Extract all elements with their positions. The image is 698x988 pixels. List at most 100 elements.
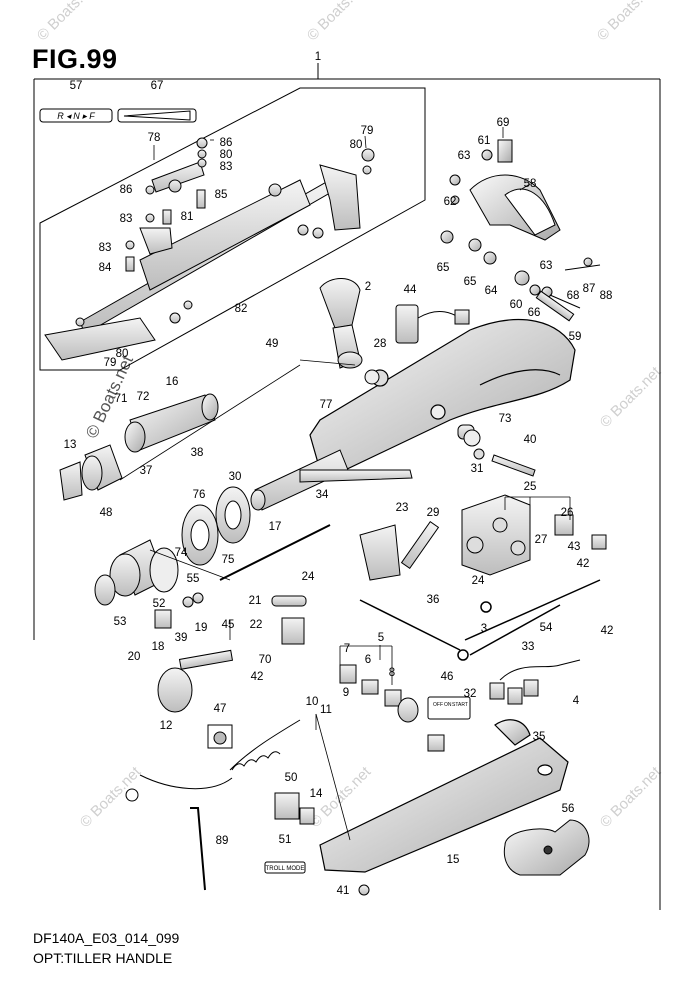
grip-end-48 xyxy=(59,444,123,501)
leader-lines xyxy=(119,127,571,841)
callout-label: 7 xyxy=(344,643,350,655)
lower-cover-15 xyxy=(319,719,569,873)
callout-label: 80 xyxy=(350,139,363,151)
small-parts-21-22 xyxy=(154,592,307,713)
decal-off-text: OFF xyxy=(433,702,443,708)
throttle-link-78 xyxy=(44,137,375,361)
callout-label: 79 xyxy=(104,357,117,369)
callout-label: 47 xyxy=(214,703,227,715)
throttle-shaft-34 xyxy=(219,449,413,581)
watermark-text: © Boats.net xyxy=(597,363,665,431)
subassembly-box-78 xyxy=(39,87,426,371)
callout-label: 12 xyxy=(160,720,173,732)
watermark-text: © Boats.net xyxy=(77,763,145,831)
lanyard-clip-47 xyxy=(207,724,233,749)
callout-label: 79 xyxy=(361,125,374,137)
callout-label: 81 xyxy=(181,211,194,223)
callout-label: 14 xyxy=(310,788,323,800)
troll-decal-text: TROLL MODE xyxy=(266,866,305,872)
callout-label: 23 xyxy=(396,502,409,514)
callout-label: 22 xyxy=(250,619,263,631)
throttle-decal-67 xyxy=(117,108,197,123)
callout-label: 82 xyxy=(235,303,248,315)
callout-label: 83 xyxy=(120,213,133,225)
callout-label: 64 xyxy=(485,285,498,297)
callout-label: 52 xyxy=(153,598,166,610)
callout-label: 24 xyxy=(302,571,315,583)
callout-label: 65 xyxy=(437,262,450,274)
callout-label: 63 xyxy=(540,260,553,272)
shift-lever-2 xyxy=(319,278,363,369)
watermark-text: © Boats.net xyxy=(594,0,662,44)
callout-label: 84 xyxy=(99,262,112,274)
callout-label: 10 xyxy=(306,696,319,708)
troll-switch-50 xyxy=(274,792,315,825)
callout-label: 71 xyxy=(115,393,128,405)
callout-label: 21 xyxy=(249,595,262,607)
wire-harness-4 xyxy=(489,659,581,705)
callout-label: 58 xyxy=(524,178,537,190)
callout-label: 42 xyxy=(251,671,264,683)
callout-label: 46 xyxy=(441,671,454,683)
callout-label: 44 xyxy=(404,284,417,296)
callout-label: 63 xyxy=(458,150,471,162)
callout-label: 83 xyxy=(220,161,233,173)
callout-label: 29 xyxy=(427,507,440,519)
callout-label: 13 xyxy=(64,439,77,451)
callout-label: 65 xyxy=(464,276,477,288)
throttle-grip-16 xyxy=(124,393,219,453)
callout-label: 54 xyxy=(540,622,553,634)
watermark-text: © Boats.net xyxy=(597,763,665,831)
bracket-23 xyxy=(359,520,461,651)
switch-parts-5 xyxy=(339,664,445,752)
callout-label: 40 xyxy=(524,434,537,446)
callout-label: 42 xyxy=(601,625,614,637)
callout-label: 48 xyxy=(100,507,113,519)
callout-label: 37 xyxy=(140,465,153,477)
callout-label: 67 xyxy=(151,80,164,92)
friction-knob-53 xyxy=(94,539,179,606)
watermark-text: © Boats.net xyxy=(34,0,102,44)
callout-label: 73 xyxy=(499,413,512,425)
callout-label: 35 xyxy=(533,731,546,743)
pin-89 xyxy=(190,807,206,891)
callout-label: 17 xyxy=(269,521,282,533)
callout-label: 24 xyxy=(472,575,485,587)
callout-label: 9 xyxy=(343,687,349,699)
callout-label: 66 xyxy=(528,307,541,319)
callout-label: 89 xyxy=(216,835,229,847)
callout-label: 27 xyxy=(535,534,548,546)
callout-label: 55 xyxy=(187,573,200,585)
callout-label: 43 xyxy=(568,541,581,553)
friction-discs xyxy=(181,486,251,566)
callout-label: 56 xyxy=(562,803,575,815)
callout-label: 86 xyxy=(220,137,233,149)
callout-label: 36 xyxy=(427,594,440,606)
callout-label: 31 xyxy=(471,463,484,475)
callout-label: 76 xyxy=(193,489,206,501)
troll-decal-51: TROLL MODE xyxy=(264,861,306,874)
callout-label: 50 xyxy=(285,772,298,784)
watermark-text: © Boats.net xyxy=(304,0,372,44)
callout-label: 77 xyxy=(320,399,333,411)
assembly-bracket xyxy=(33,63,661,910)
callout-label: 4 xyxy=(573,695,580,707)
callout-label: 49 xyxy=(266,338,279,350)
shift-mechanism-25 xyxy=(461,494,607,576)
callout-label: 80 xyxy=(116,348,129,360)
callout-label: 33 xyxy=(522,641,535,653)
callout-label: 39 xyxy=(175,632,188,644)
shift-decal-text: R ◂ N ▸ F xyxy=(57,111,95,121)
cables xyxy=(457,579,601,661)
callout-label: 18 xyxy=(152,641,165,653)
callout-label: 85 xyxy=(215,189,228,201)
callout-label: 34 xyxy=(316,489,329,501)
callout-label: 60 xyxy=(510,299,523,311)
grommet-56 xyxy=(503,819,590,876)
decal-start-text: START xyxy=(452,702,468,708)
bolts-misc xyxy=(364,290,575,477)
figure-title: FIG.99 xyxy=(32,44,118,74)
callout-label: 70 xyxy=(259,654,272,666)
switch-44 xyxy=(395,304,470,344)
